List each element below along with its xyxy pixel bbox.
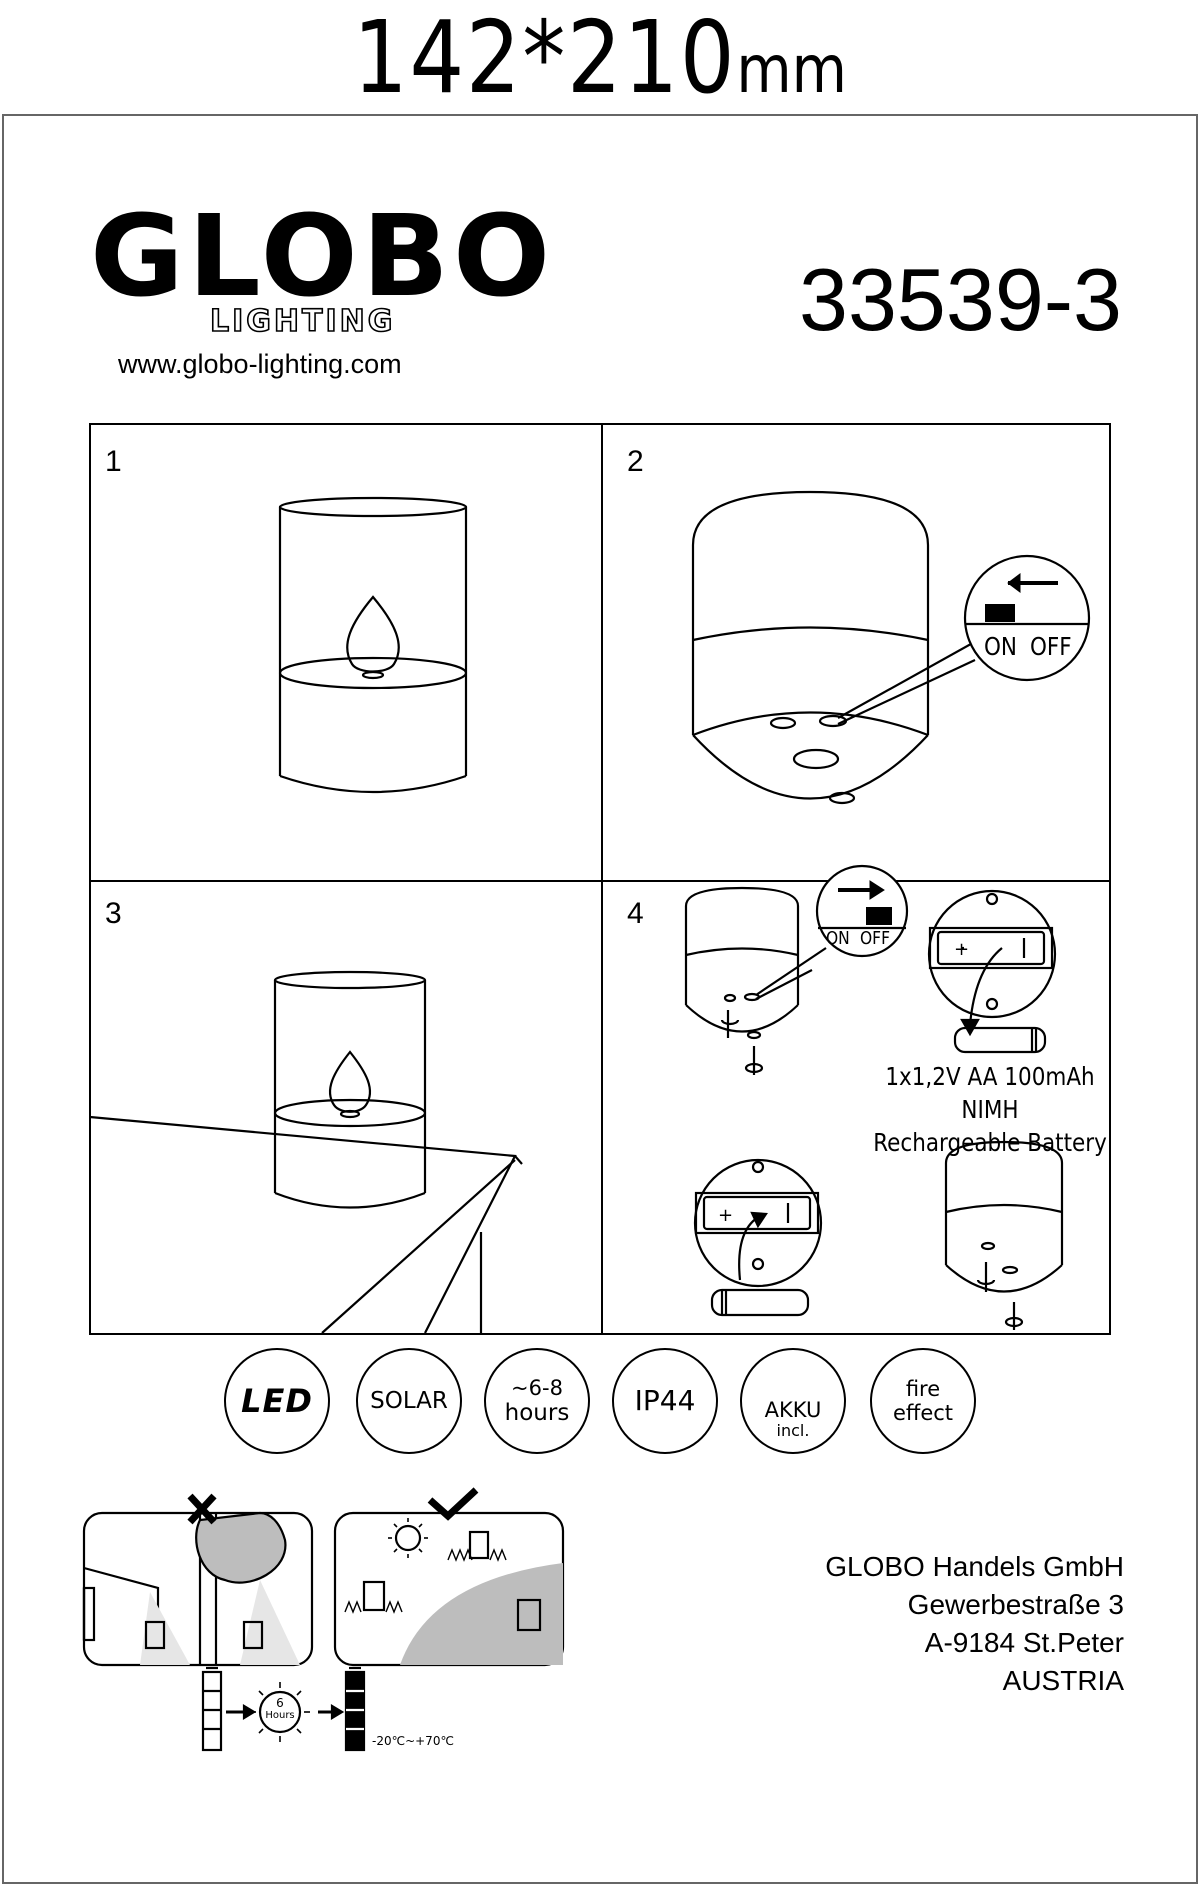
battery-specification: 1x1,2V AA 100mAh NIMH Rechargeable Batte… — [870, 1060, 1111, 1159]
step-3-number: 3 — [105, 897, 122, 930]
dimension-value: 142*210 — [353, 0, 737, 116]
step-1-lantern-illustration — [278, 496, 468, 794]
badge-akku-text: AKKU — [764, 1398, 822, 1422]
badge-fire-text: fire — [905, 1377, 941, 1401]
dimension-label: 142*210mm — [84, 8, 1116, 109]
step-2-switch-illustration — [691, 490, 1091, 805]
battery-spec-line-2: Rechargeable Battery — [873, 1128, 1107, 1157]
svg-text:+: + — [718, 1205, 733, 1226]
placement-illustrations — [82, 1487, 565, 1667]
step-4-switch-off-label: OFF — [860, 928, 890, 949]
badge-hours-word: hours — [504, 1400, 570, 1426]
charging-sequence — [201, 1666, 366, 1752]
company-address: GLOBO Handels GmbH Gewerbestraße 3 A-918… — [704, 1548, 1124, 1700]
brand-website: www.globo-lighting.com — [118, 349, 402, 379]
step-2-switch-on-label: ON — [984, 632, 1018, 661]
badge-led: LED — [224, 1348, 330, 1454]
feature-badges: LED SOLAR ~6-8 hours IP44 AKKU incl. fir… — [222, 1348, 982, 1458]
step-1-number: 1 — [105, 445, 122, 478]
charging-hours-number: 6 — [276, 1696, 284, 1710]
address-street: Gewerbestraße 3 — [907, 1589, 1124, 1620]
badge-hours-range: ~6-8 — [511, 1376, 563, 1400]
grid-divider-horizontal — [91, 880, 1109, 882]
step-2-number: 2 — [627, 445, 644, 478]
svg-text:+: + — [954, 939, 969, 960]
temperature-range: -20℃~+70℃ — [372, 1734, 454, 1748]
badge-akku: AKKU incl. — [740, 1348, 846, 1454]
badge-ip44-text: IP44 — [634, 1384, 696, 1417]
badge-akku-incl: incl. — [776, 1421, 810, 1440]
instruction-sheet — [2, 114, 1198, 1884]
address-country: AUSTRIA — [1002, 1665, 1124, 1696]
grid-divider-vertical — [601, 425, 603, 1333]
badge-effect-text: effect — [892, 1401, 954, 1425]
battery-spec-line-1: 1x1,2V AA 100mAh NIMH — [885, 1062, 1095, 1124]
badge-solar-text: SOLAR — [370, 1388, 448, 1414]
model-number: 33539-3 — [799, 250, 1122, 349]
step-4-number: 4 — [627, 897, 644, 930]
charging-hours-word: Hours — [265, 1710, 295, 1721]
instruction-grid: 1 2 3 4 — [89, 423, 1111, 1335]
badge-hours: ~6-8 hours — [484, 1348, 590, 1454]
badge-solar: SOLAR — [356, 1348, 462, 1454]
brand-logo: GLOBO — [90, 192, 555, 322]
badge-ip44: IP44 — [612, 1348, 718, 1454]
step-4-battery-illustration: + + — [684, 864, 1064, 1330]
step-2-switch-off-label: OFF — [1030, 632, 1072, 661]
address-city: A-9184 St.Peter — [924, 1627, 1124, 1658]
dimension-unit: mm — [736, 31, 847, 108]
badge-fire-effect: fire effect — [870, 1348, 976, 1454]
brand-logo-subtitle: LIGHTING — [209, 304, 396, 339]
address-company: GLOBO Handels GmbH — [825, 1551, 1124, 1582]
badge-led-text: LED — [241, 1382, 313, 1420]
step-3-lantern-on-table-illustration — [89, 970, 523, 1334]
step-4-switch-on-label: ON — [826, 928, 850, 949]
